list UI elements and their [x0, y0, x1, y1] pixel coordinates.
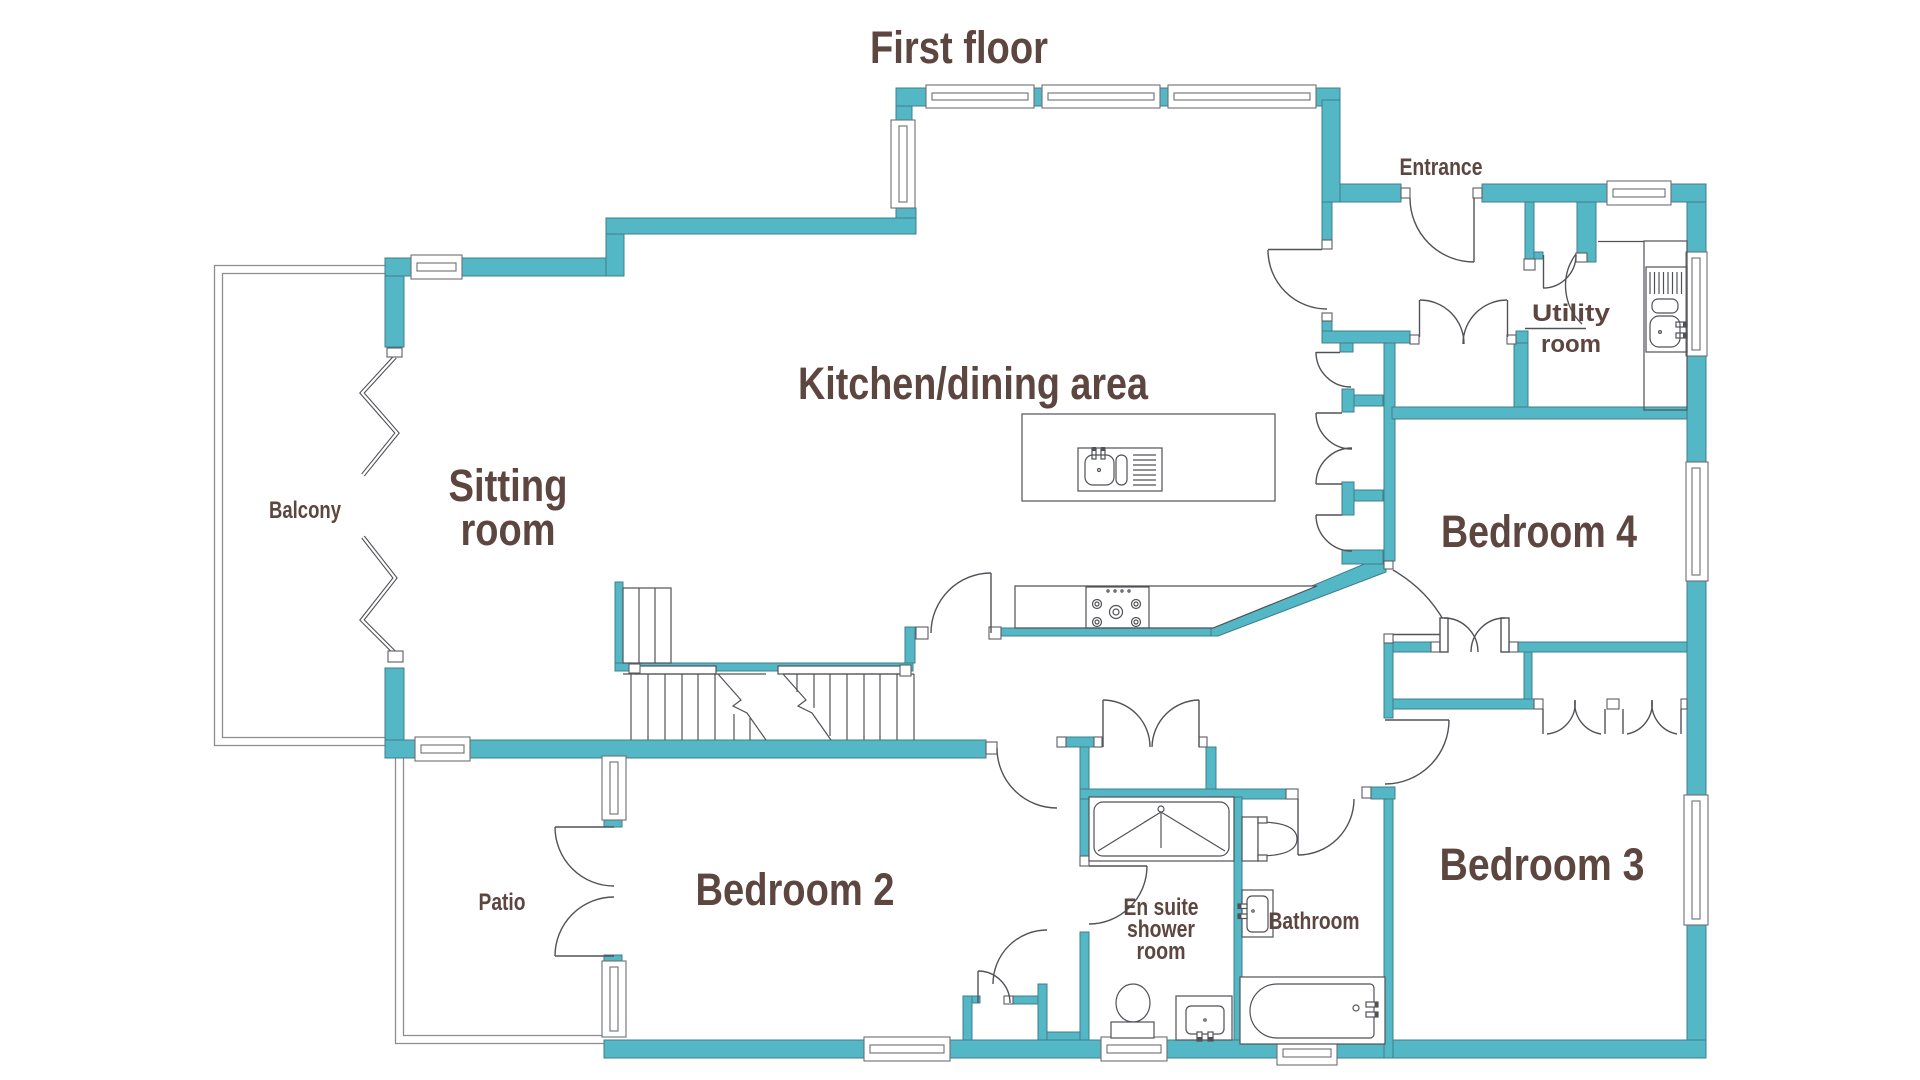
- svg-text:room: room: [461, 504, 556, 555]
- svg-text:room: room: [1541, 331, 1601, 358]
- svg-text:Patio: Patio: [479, 889, 526, 916]
- svg-text:Utility: Utility: [1532, 300, 1611, 327]
- svg-text:Bedroom 4: Bedroom 4: [1441, 506, 1637, 557]
- svg-text:room: room: [1137, 938, 1186, 965]
- svg-text:Balcony: Balcony: [269, 497, 341, 524]
- svg-text:Bedroom 2: Bedroom 2: [696, 864, 895, 915]
- svg-text:Entrance: Entrance: [1400, 154, 1483, 181]
- svg-text:En suite: En suite: [1124, 894, 1199, 921]
- svg-text:Bathroom: Bathroom: [1269, 908, 1360, 935]
- svg-text:Bedroom 3: Bedroom 3: [1440, 839, 1645, 890]
- svg-text:Kitchen/dining area: Kitchen/dining area: [798, 358, 1149, 409]
- svg-text:shower: shower: [1127, 916, 1195, 943]
- svg-text:First floor: First floor: [870, 22, 1048, 73]
- svg-text:Sitting: Sitting: [449, 460, 568, 511]
